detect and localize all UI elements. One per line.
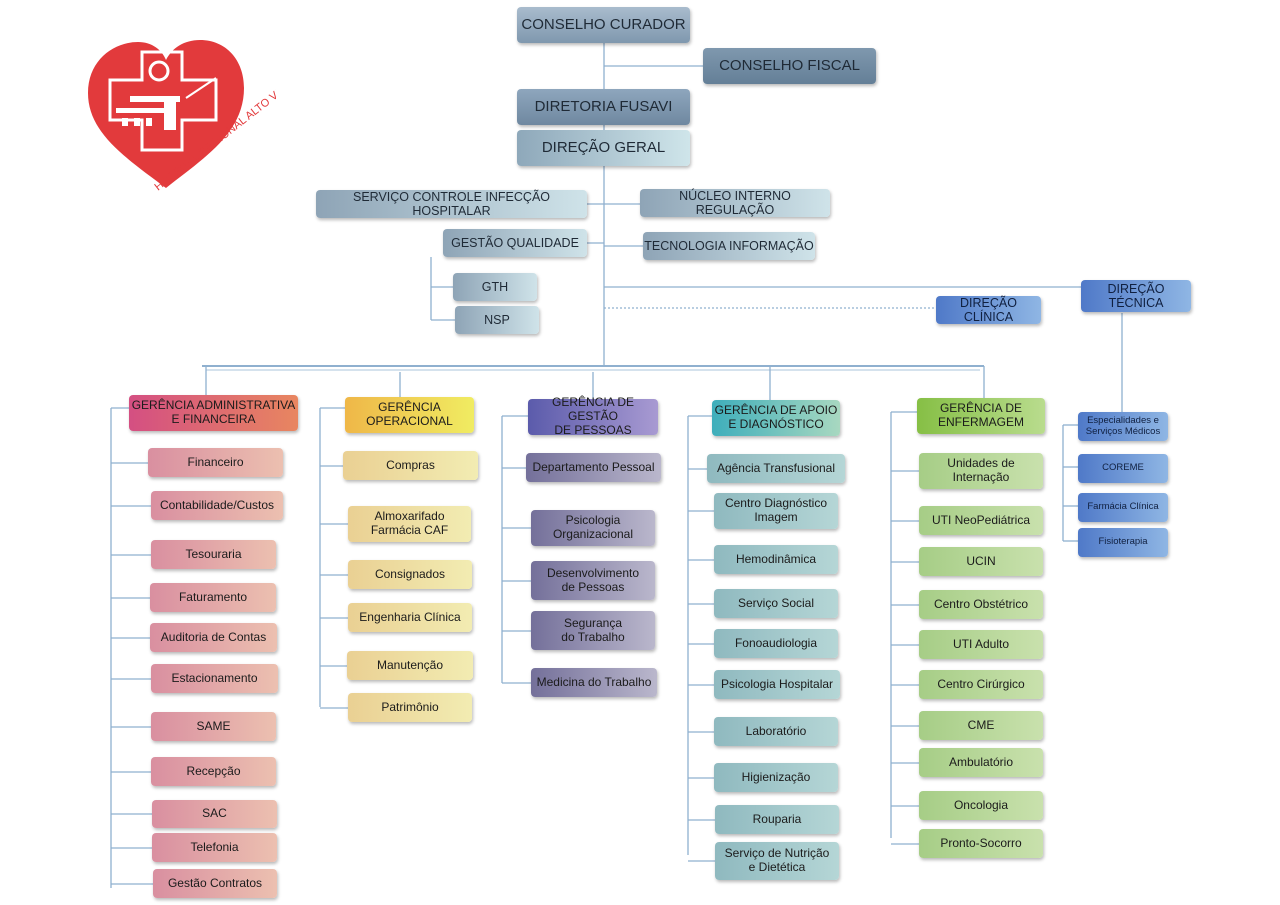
department-box: CME (919, 711, 1043, 740)
department-box: Ambulatório (919, 748, 1043, 777)
nir-box: NÚCLEO INTERNO REGULAÇÃO (640, 189, 830, 217)
direcao-geral-box: DIREÇÃO GERAL (517, 130, 690, 166)
department-box: Gestão Contratos (153, 869, 277, 898)
department-box: Higienização (714, 763, 838, 792)
gerencia-header: GERÊNCIA DE GESTÃO DE PESSOAS (528, 395, 658, 437)
gerencia-header: GERÊNCIA DE ENFERMAGEM (917, 398, 1045, 434)
tecnica-item-box: Fisioterapia (1078, 528, 1168, 557)
department-box: Unidades de Internação (919, 453, 1043, 489)
gerencia-header: GERÊNCIA ADMINISTRATIVA E FINANCEIRA (129, 395, 298, 431)
department-box: Telefonia (152, 833, 277, 862)
department-box: Medicina do Trabalho (531, 668, 657, 697)
conselho-curador-box: CONSELHO CURADOR (517, 7, 690, 43)
department-box: Engenharia Clínica (348, 603, 472, 632)
department-box: Almoxarifado Farmácia CAF (348, 506, 471, 542)
nsp-box: NSP (455, 306, 539, 334)
department-box: Faturamento (150, 583, 276, 612)
department-box: Oncologia (919, 791, 1043, 820)
department-box: Fonoaudiologia (714, 629, 838, 658)
department-box: Tesouraria (151, 540, 276, 569)
department-box: Centro Obstétrico (919, 590, 1043, 619)
department-box: Segurança do Trabalho (531, 611, 655, 650)
department-box: Pronto-Socorro (919, 829, 1043, 858)
department-box: Hemodinâmica (714, 545, 838, 574)
tecnica-item-box: Especialidades e Serviços Médicos (1078, 412, 1168, 441)
department-box: Patrimônio (348, 693, 472, 722)
conselho-fiscal-box: CONSELHO FISCAL (703, 48, 876, 84)
department-box: Psicologia Organizacional (531, 510, 655, 546)
department-box: Serviço Social (714, 589, 838, 618)
department-box: Rouparia (715, 805, 839, 834)
department-box: Compras (343, 451, 478, 480)
hospital-logo: HOSPITAL REGIONAL ALTO VALE (86, 38, 296, 198)
scih-box: SERVIÇO CONTROLE INFECÇÃO HOSPITALAR (316, 190, 587, 218)
department-box: Centro Cirúrgico (919, 670, 1043, 699)
tecnica-item-box: COREME (1078, 454, 1168, 483)
gth-box: GTH (453, 273, 537, 301)
department-box: Centro Diagnóstico Imagem (714, 493, 838, 529)
department-box: UCIN (919, 547, 1043, 576)
department-box: UTI Adulto (919, 630, 1043, 659)
gerencia-header: GERÊNCIA DE APOIO E DIAGNÓSTICO (712, 400, 840, 436)
department-box: UTI NeoPediátrica (919, 506, 1043, 535)
tecnica-item-box: Farmácia Clínica (1078, 493, 1168, 522)
department-box: SAME (151, 712, 276, 741)
direcao-clinica-box: DIREÇÃO CLÍNICA (936, 296, 1041, 324)
department-box: Contabilidade/Custos (151, 491, 283, 520)
department-box: Manutenção (347, 651, 473, 680)
heart-cross-icon: HOSPITAL REGIONAL ALTO VALE (88, 40, 296, 193)
ti-box: TECNOLOGIA INFORMAÇÃO (643, 232, 815, 260)
gestao-qualidade-box: GESTÃO QUALIDADE (443, 229, 587, 257)
gerencia-header: GERÊNCIA OPERACIONAL (345, 397, 474, 433)
department-box: SAC (152, 800, 277, 828)
direcao-tecnica-box: DIREÇÃO TÉCNICA (1081, 280, 1191, 312)
department-box: Auditoria de Contas (150, 623, 277, 652)
department-box: Departamento Pessoal (526, 453, 661, 482)
department-box: Serviço de Nutrição e Dietética (715, 842, 839, 880)
department-box: Psicologia Hospitalar (714, 670, 840, 699)
department-box: Consignados (348, 560, 472, 589)
department-box: Recepção (151, 757, 276, 786)
department-box: Desenvolvimento de Pessoas (531, 561, 655, 600)
department-box: Financeiro (148, 448, 283, 477)
department-box: Estacionamento (151, 664, 278, 693)
department-box: Laboratório (714, 717, 838, 746)
department-box: Agência Transfusional (707, 454, 845, 483)
diretoria-fusavi-box: DIRETORIA FUSAVI (517, 89, 690, 125)
